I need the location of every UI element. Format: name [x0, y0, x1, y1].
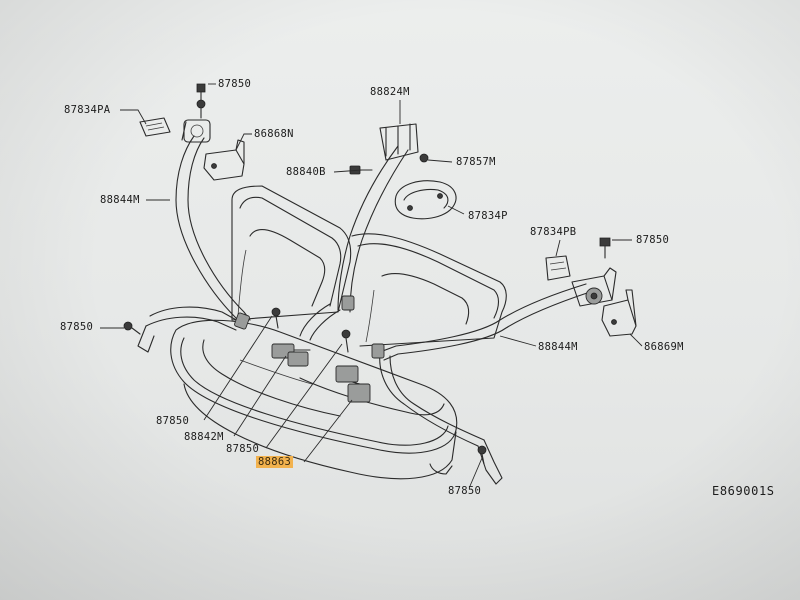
seat-back — [231, 185, 507, 347]
seat-cushion — [170, 319, 458, 480]
cover-87834pa — [139, 117, 171, 137]
callout-87850-mid: 87850 — [156, 415, 190, 427]
bolt-87850-right — [599, 237, 611, 259]
cover-87834p — [394, 180, 457, 220]
callout-86868n: 86868N — [254, 128, 294, 140]
buckle-88863 — [335, 365, 371, 403]
callout-87850-low: 87850 — [226, 443, 260, 455]
center-belt-88824m — [299, 123, 419, 341]
right-retractor — [571, 267, 617, 307]
left-belt-88844m — [137, 135, 251, 353]
bracket-86869m — [601, 289, 637, 337]
callout-88824m: 88824M — [370, 86, 410, 98]
callout-87834pb: 87834PB — [530, 226, 577, 238]
callout-87857m: 87857M — [456, 156, 496, 168]
callout-86869m: 86869M — [644, 341, 684, 353]
bolt-87850-bottom — [477, 445, 487, 465]
callout-87834pa: 87834PA — [64, 104, 111, 116]
leader-lines — [100, 83, 643, 487]
bolt-87850-mid — [271, 307, 281, 329]
callout-87850-top: 87850 — [218, 78, 252, 90]
cover-87834pb — [545, 255, 571, 281]
buckle-88842m — [271, 343, 311, 367]
callout-87850-left: 87850 — [60, 321, 94, 333]
callout-87834p: 87834P — [468, 210, 508, 222]
bolt-87850-low — [341, 329, 351, 353]
nut-87857m — [419, 153, 429, 163]
callout-88844m-left: 88844M — [100, 194, 140, 206]
left-retractor — [181, 99, 211, 143]
bolt-87850-top — [196, 83, 206, 101]
callout-87850-right: 87850 — [636, 234, 670, 246]
callout-88863-highlighted: 88863 — [256, 456, 294, 468]
figure-reference-code: E869001S — [712, 484, 775, 498]
bolt-87850-left — [123, 321, 141, 335]
callout-88842m: 88842M — [184, 431, 224, 443]
callout-88844m-right: 88844M — [538, 341, 578, 353]
callout-88840b: 88840B — [286, 166, 326, 178]
right-belt-88844m — [371, 283, 591, 485]
callout-87850-bottom: 87850 — [448, 485, 482, 497]
